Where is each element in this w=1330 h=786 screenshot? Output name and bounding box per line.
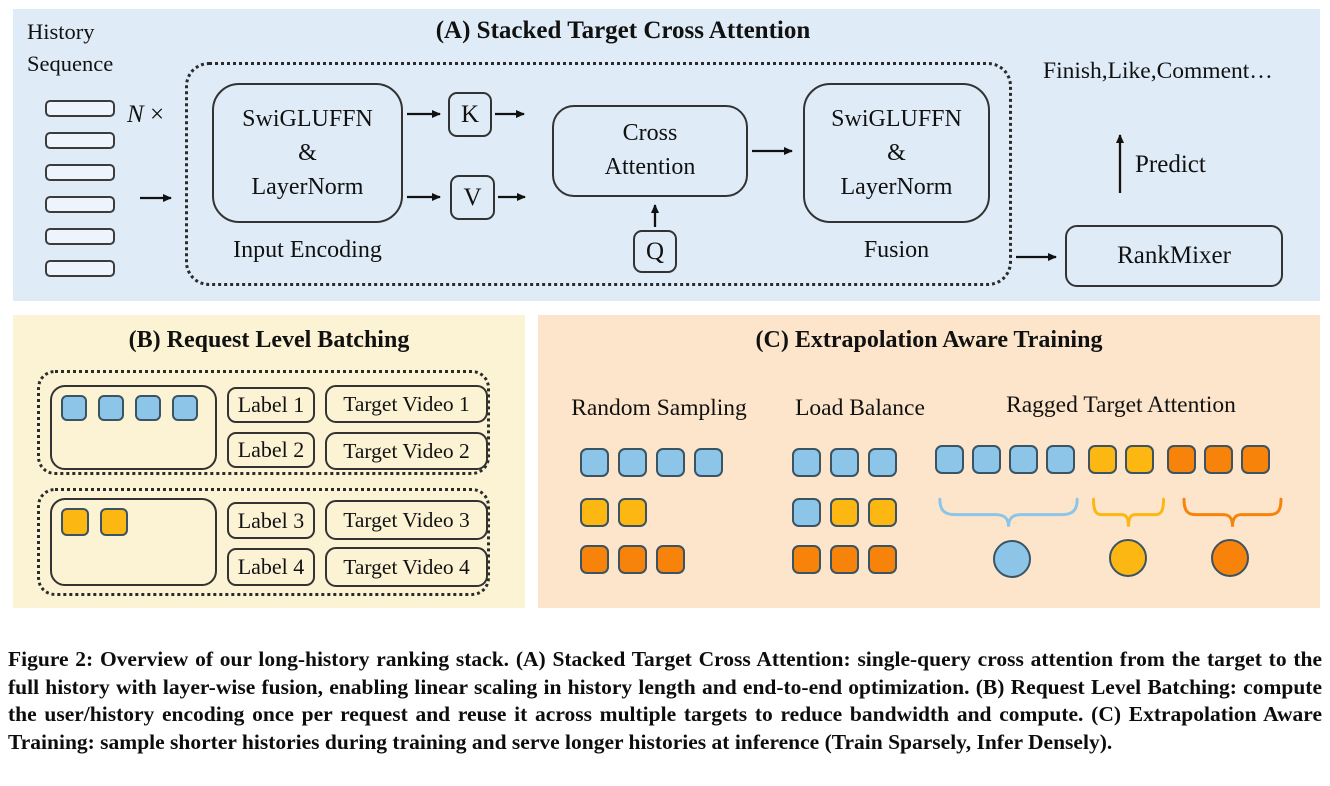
target-video-4-box: Target Video 4: [325, 547, 488, 587]
fusion-caption: Fusion: [863, 237, 930, 263]
history-encoding-container-2: [50, 498, 217, 586]
random-sampling-row-1: [580, 448, 723, 477]
orange-token-square: [656, 545, 685, 574]
random-sampling-row-3: [580, 545, 685, 574]
underbrace-blue: [937, 497, 1080, 530]
yellow-token-square: [1125, 445, 1154, 474]
yellow-token-square: [868, 498, 897, 527]
orange-token-square: [1204, 445, 1233, 474]
history-sequence-stack: [45, 9, 115, 301]
target-video-2-box: Target Video 2: [325, 432, 488, 470]
history-sequence-label: History Sequence: [27, 19, 114, 76]
load-balance-label: Load Balance: [795, 395, 925, 421]
pooled-token-orange-circle: [1211, 539, 1249, 577]
orange-token-square: [580, 545, 609, 574]
n-times-label: N ×: [127, 101, 164, 129]
blue-token-group: [935, 445, 1075, 474]
times-symbol: ×: [149, 101, 165, 128]
orange-token-square: [792, 545, 821, 574]
history-item-rect: [45, 164, 115, 181]
ragged-target-attention-label: Ragged Target Attention: [1006, 392, 1236, 418]
blue-token-square: [135, 395, 161, 421]
history-encoding-container-1: [50, 385, 217, 470]
orange-token-square: [1167, 445, 1196, 474]
load-balance-row-3: [792, 545, 897, 574]
orange-token-square: [830, 545, 859, 574]
q-box: Q: [633, 230, 677, 273]
blue-token-square: [830, 448, 859, 477]
request-group-1-dotted-box: [37, 370, 490, 475]
blue-token-square: [792, 448, 821, 477]
blue-token-square: [656, 448, 685, 477]
orange-token-square: [1241, 445, 1270, 474]
cross-attention-box: Cross Attention: [552, 105, 748, 197]
underbrace-orange: [1182, 497, 1283, 530]
blue-token-square: [580, 448, 609, 477]
blue-token-square: [972, 445, 1001, 474]
history-item-rect: [45, 132, 115, 149]
predict-label: Predict: [1135, 151, 1206, 178]
load-balance-row-2: [792, 498, 897, 527]
n-symbol: N: [127, 101, 144, 128]
stacked-layer-dotted-box: [185, 62, 1012, 286]
orange-token-group: [1167, 445, 1270, 474]
history-item-rect: [45, 196, 115, 213]
history-item-rect: [45, 260, 115, 277]
panel-b-request-level-batching: (B) Request Level Batching Label 1 Targe…: [13, 315, 525, 608]
random-sampling-row-2: [580, 498, 647, 527]
pooled-token-blue-circle: [993, 540, 1031, 578]
panel-a-stacked-target-cross-attention: (A) Stacked Target Cross Attention Histo…: [13, 9, 1320, 301]
outputs-label: Finish,Like,Comment…: [1043, 58, 1273, 84]
k-box: K: [448, 92, 492, 137]
blue-token-square: [935, 445, 964, 474]
blue-token-square: [694, 448, 723, 477]
blue-token-square: [98, 395, 124, 421]
label-3-box: Label 3: [227, 502, 315, 539]
target-video-3-box: Target Video 3: [325, 500, 488, 540]
figure-caption: Figure 2: Overview of our long-history r…: [8, 647, 1322, 754]
random-sampling-label: Random Sampling: [571, 395, 747, 421]
underbrace-yellow: [1092, 497, 1165, 530]
fusion-encoder-box: SwiGLUFFN & LayerNorm: [803, 83, 990, 223]
blue-token-square: [61, 395, 87, 421]
blue-token-square: [172, 395, 198, 421]
panel-a-title: (A) Stacked Target Cross Attention: [435, 17, 811, 44]
orange-token-square: [868, 545, 897, 574]
label-4-box: Label 4: [227, 548, 315, 586]
target-video-1-box: Target Video 1: [325, 385, 488, 423]
orange-token-square: [618, 545, 647, 574]
yellow-token-square: [618, 498, 647, 527]
label-2-box: Label 2: [227, 432, 315, 468]
load-balance-row-1: [792, 448, 897, 477]
panel-c-extrapolation-aware-training: (C) Extrapolation Aware Training Random …: [538, 315, 1320, 608]
yellow-token-square: [100, 508, 128, 536]
blue-token-square: [1009, 445, 1038, 474]
panel-b-title: (B) Request Level Batching: [128, 327, 410, 353]
input-encoding-caption: Input Encoding: [233, 237, 382, 263]
blue-token-square: [792, 498, 821, 527]
pooled-token-yellow-circle: [1109, 539, 1147, 577]
yellow-token-square: [61, 508, 89, 536]
ragged-token-row: [935, 445, 1270, 474]
blue-token-square: [1046, 445, 1075, 474]
label-1-box: Label 1: [227, 387, 315, 423]
blue-token-square: [868, 448, 897, 477]
history-item-rect: [45, 100, 115, 117]
request-group-2-dotted-box: [37, 488, 490, 596]
yellow-token-square: [580, 498, 609, 527]
yellow-token-square: [830, 498, 859, 527]
history-item-rect: [45, 228, 115, 245]
v-box: V: [450, 175, 495, 220]
blue-token-square: [618, 448, 647, 477]
rankmixer-box: RankMixer: [1065, 225, 1283, 287]
yellow-token-group: [1088, 445, 1154, 474]
panel-c-title: (C) Extrapolation Aware Training: [755, 327, 1103, 353]
input-encoder-box: SwiGLUFFN & LayerNorm: [212, 83, 403, 223]
yellow-token-square: [1088, 445, 1117, 474]
